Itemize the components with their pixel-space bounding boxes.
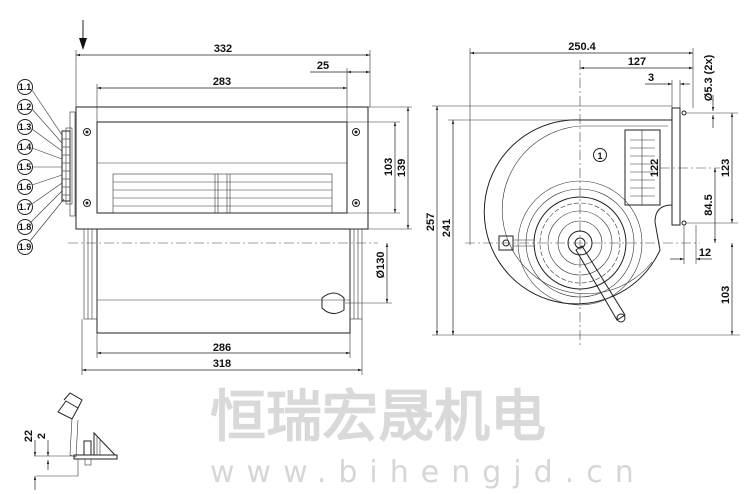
watermark-url: www.bihengjd.cn: [210, 455, 646, 490]
terminal-label: 1.3: [17, 119, 63, 152]
dim-detail-height-small: 2: [36, 433, 48, 439]
dim-hole-to-center: 84.5: [703, 194, 715, 215]
scroll-housing-side: [483, 119, 673, 305]
dim-flange-offset: 25: [317, 60, 329, 72]
dim-detail-height-total: 22: [23, 430, 35, 442]
detail-view: 22 2: [23, 392, 118, 490]
dim-wheel-diameter: Ø130: [375, 252, 387, 279]
dim-hole-diameter: Ø5.3 (2x): [703, 54, 715, 101]
svg-text:1.3: 1.3: [19, 122, 32, 132]
terminal-label: 1.9: [17, 198, 65, 255]
terminal-label: 1.6: [17, 174, 63, 195]
callout-circle: [593, 148, 607, 162]
svg-text:1.2: 1.2: [19, 102, 32, 112]
mounting-screws: [83, 128, 360, 207]
callout-number: 1: [597, 151, 602, 161]
mounting-plate: [75, 106, 369, 230]
impeller-blades: [112, 173, 333, 214]
terminal-label: 1.4: [17, 139, 63, 160]
outlet-cutout: [321, 292, 345, 314]
dim-housing-height: 241: [441, 219, 453, 237]
dim-housing-width: 286: [213, 342, 231, 354]
dim-inlet-width: 283: [213, 76, 231, 88]
dim-foot-width: 318: [213, 358, 231, 370]
terminal-label: 1.7: [17, 182, 63, 215]
side-view: 1 250.4 127 3 Ø5.3 (2x) 257 241 122 123 …: [425, 41, 740, 345]
svg-text:1.6: 1.6: [19, 182, 32, 192]
dim-terminal-height: 122: [649, 159, 661, 177]
dim-center-to-bottom: 103: [720, 286, 732, 304]
dim-side-overall-height: 257: [425, 213, 437, 231]
terminal-label: 1.1: [17, 79, 63, 136]
svg-text:1.4: 1.4: [19, 142, 32, 152]
scroll-housing: [96, 228, 351, 334]
dim-center-to-plate: 127: [628, 56, 646, 68]
terminal-label: 1.2: [17, 99, 63, 144]
terminal-labels: 1.1 1.2 1.3 1.4 1.5 1.6 1.7 1.8 1.9: [17, 79, 65, 255]
svg-text:1.5: 1.5: [19, 162, 32, 172]
dim-plate-height: 139: [396, 159, 408, 177]
dim-window-height: 103: [383, 158, 395, 176]
impeller: [498, 180, 643, 323]
dim-overall-width: 332: [214, 43, 232, 55]
terminal-label: 1.5: [17, 159, 62, 175]
terminal-label: 1.8: [17, 190, 63, 235]
watermark: 恒瑞宏晟机电 www.bihengjd.cn: [210, 385, 646, 490]
dim-hole-offset: 12: [699, 247, 711, 259]
side-mounting-plate: [671, 107, 681, 226]
dim-side-overall-width: 250.4: [568, 41, 596, 53]
side-terminal-block: [624, 129, 661, 206]
dim-hole-spacing: 123: [720, 159, 732, 177]
watermark-chinese: 恒瑞宏晟机电: [210, 385, 546, 450]
svg-text:1.9: 1.9: [19, 242, 32, 252]
svg-text:1.7: 1.7: [19, 202, 32, 212]
front-view: 332 25 283 103 139 Ø130 286 318 1.1 1.2 …: [17, 20, 412, 375]
svg-text:1.8: 1.8: [19, 222, 32, 232]
dim-plate-thickness: 3: [648, 72, 654, 84]
outlet-window: [96, 121, 348, 214]
svg-text:1.1: 1.1: [19, 82, 32, 92]
